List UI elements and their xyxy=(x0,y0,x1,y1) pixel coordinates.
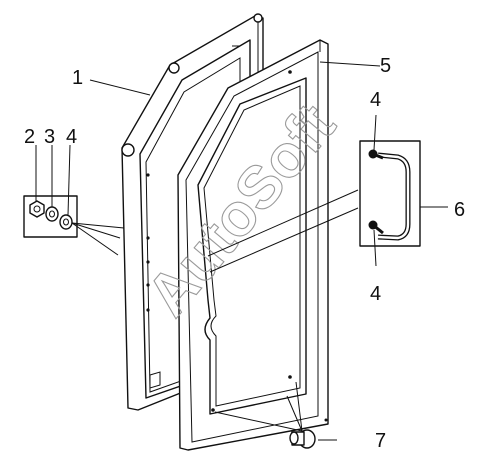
callout-3: 3 xyxy=(44,126,55,148)
lock-washer-icon xyxy=(59,214,73,230)
callout-4-top: 4 xyxy=(370,89,381,111)
callout-4-bottom: 4 xyxy=(370,283,381,305)
u-bracket-icon xyxy=(368,149,411,241)
callout-5: 5 xyxy=(380,55,391,77)
hex-nut-icon xyxy=(29,200,45,218)
callout-7: 7 xyxy=(375,430,386,452)
fastener-box-right xyxy=(359,140,421,247)
callout-4-left: 4 xyxy=(66,126,77,148)
callout-6: 6 xyxy=(454,199,465,221)
washer-icon xyxy=(45,206,59,222)
glass-panel xyxy=(177,39,329,451)
fastener-box-left xyxy=(23,195,78,238)
callout-1: 1 xyxy=(72,67,83,89)
bolt-icon xyxy=(289,429,316,449)
callout-2: 2 xyxy=(24,126,35,148)
leader-lines xyxy=(35,61,448,441)
